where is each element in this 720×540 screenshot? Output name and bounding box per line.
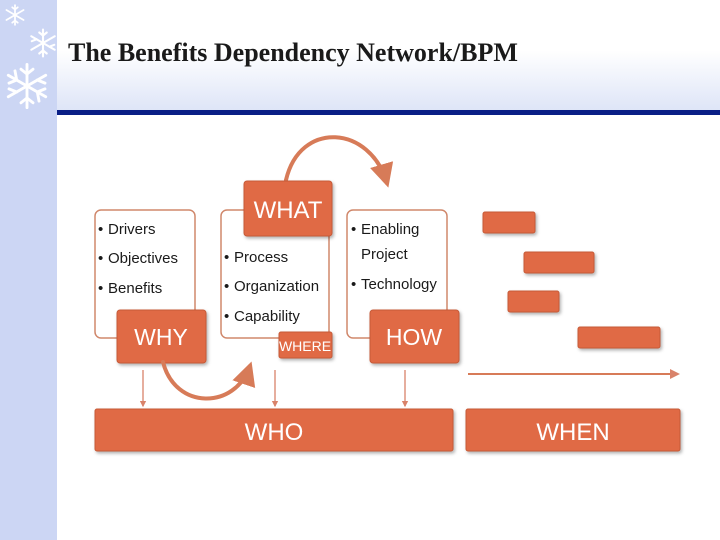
what-box bbox=[243, 180, 333, 237]
how-bullet-text: Technology bbox=[361, 276, 437, 293]
when-bar bbox=[465, 408, 681, 452]
why-bullet: • bbox=[98, 221, 103, 238]
what-bullet: • bbox=[224, 249, 229, 266]
why-bullet: • bbox=[98, 250, 103, 267]
how-bullet-text: Enabling bbox=[361, 221, 419, 238]
what-bullet: • bbox=[224, 278, 229, 295]
when-label: WHEN bbox=[536, 419, 609, 446]
why-bullet-text: Drivers bbox=[108, 221, 156, 238]
who-bar bbox=[94, 408, 454, 452]
how-bullet: • bbox=[351, 276, 356, 293]
what-to-how-curve-arrow bbox=[284, 135, 394, 188]
slide-title: The Benefits Dependency Network/BPM bbox=[68, 38, 518, 67]
why-bullet-text: Objectives bbox=[108, 250, 178, 267]
title-rule bbox=[57, 110, 720, 115]
how-label: HOW bbox=[386, 324, 443, 350]
how-box bbox=[369, 309, 460, 364]
header-band bbox=[57, 0, 720, 112]
timeline-task-bar bbox=[577, 326, 661, 349]
why-label: WHY bbox=[134, 324, 188, 350]
what-bullet: • bbox=[224, 308, 229, 325]
timeline-task-bar bbox=[482, 211, 536, 234]
what-label: WHAT bbox=[254, 197, 323, 224]
who-label: WHO bbox=[245, 419, 304, 446]
timeline-task-bar bbox=[523, 251, 595, 274]
snowflake-icon bbox=[30, 28, 56, 58]
where-box bbox=[278, 331, 333, 359]
how-bullet-text: Project bbox=[361, 246, 409, 263]
why-bullet-text: Benefits bbox=[108, 280, 162, 297]
what-bullet-text: Capability bbox=[234, 308, 300, 325]
what-bullet-text: Process bbox=[234, 249, 288, 266]
where-label: WHERE bbox=[279, 338, 331, 354]
what-bullet-text: Organization bbox=[234, 278, 319, 295]
why-to-what-curve-arrow bbox=[161, 360, 256, 401]
snowflake-icon bbox=[5, 4, 25, 26]
snowflake-icon bbox=[6, 62, 48, 110]
timeline-task-bar bbox=[507, 290, 560, 313]
how-bullet: • bbox=[351, 221, 356, 238]
why-bullet: • bbox=[98, 280, 103, 297]
